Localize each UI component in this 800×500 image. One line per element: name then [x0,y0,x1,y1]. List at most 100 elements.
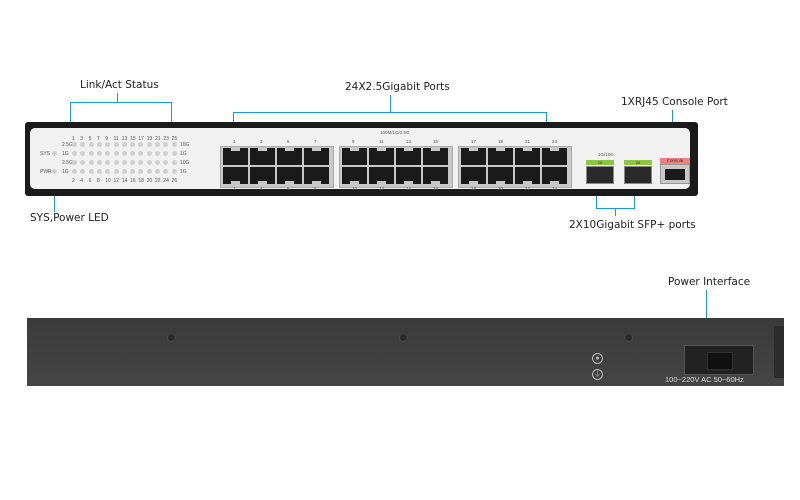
port-number: 4 [260,186,263,191]
led-row-label: 1G [62,169,69,175]
rj45-port[interactable] [223,167,248,185]
rj45-port[interactable] [223,147,248,165]
rj45-port[interactable] [342,167,367,185]
port-number: 17 [471,139,477,144]
port-led [171,169,177,174]
rj45-port[interactable] [304,167,329,185]
port-led [138,169,144,174]
power-interface-callout: Power Interface [668,276,751,288]
port-led [121,151,127,156]
led-row-label: 10G [180,160,190,166]
console-tag: Console [660,158,690,164]
port-led [72,142,77,147]
port-number: 12 [379,186,385,191]
port-number: 20 [498,186,504,191]
port-led [121,160,127,165]
rj45-port[interactable] [396,167,421,185]
port-led [138,142,144,147]
rj45-port[interactable] [461,167,486,185]
port-led [163,142,169,147]
rj45-port[interactable] [461,147,486,165]
led-number: 5 [88,136,92,142]
port-number: 15 [433,139,439,144]
port-number: 13 [406,139,412,144]
rj45-port[interactable] [542,167,567,185]
rj45-port[interactable] [488,167,513,185]
sys-power-led-callout: SYS,Power LED [30,212,109,224]
led-number: 17 [138,136,144,142]
port-led [105,151,111,156]
port-led [155,169,160,174]
link-act-status-callout: Link/Act Status [80,79,159,91]
rj45-port[interactable] [304,147,329,165]
power-rating: 100~220V AC 50~60Hz [665,375,744,384]
rj45-port[interactable] [515,147,540,165]
led-number: 14 [121,178,128,184]
rj45-port[interactable] [423,147,448,165]
led-number: 1 [72,136,75,142]
sfp-port-26[interactable] [624,166,652,184]
port-led [72,151,77,156]
port-led [80,169,86,174]
led-number: 22 [155,178,161,184]
port-number: 2 [233,186,236,191]
sfp-port-25[interactable] [586,166,614,184]
port-led [163,160,169,165]
port-led [96,160,102,165]
callout-line [233,112,547,113]
port-number: 22 [525,186,531,191]
rj45-port[interactable] [277,167,302,185]
led-row-label: 2.5G [62,160,73,166]
rj45-port[interactable] [369,167,394,185]
rj45-port[interactable] [515,167,540,185]
port-led [155,151,160,156]
callout-line [117,93,118,102]
port-number: 9 [352,139,355,144]
rj45-port[interactable] [396,147,421,165]
sys-label: SYS [40,151,51,157]
port-led [155,142,160,147]
power-inlet[interactable] [684,345,754,375]
rj45-port[interactable] [342,147,367,165]
rj45-port[interactable] [369,147,394,165]
port-led [113,142,119,147]
port-led [105,160,111,165]
rj45-port[interactable] [488,147,513,165]
screw-icon [399,333,408,342]
port-number: 18 [471,186,477,191]
pwr-led [52,169,57,174]
port-number: 3 [260,139,263,144]
ports-callout: 24X2.5Gigabit Ports [345,81,450,93]
led-number: 19 [146,136,153,142]
led-number: 18 [138,178,144,184]
led-number: 16 [130,178,136,184]
port-led [88,169,94,174]
port-number: 8 [314,186,317,191]
port-led [130,142,136,147]
rj45-port[interactable] [423,167,448,185]
port-led [80,142,86,147]
led-row-label: 1G [180,151,187,157]
console-callout: 1XRJ45 Console Port [621,96,728,108]
led-number: 23 [163,136,169,142]
callout-line [70,102,172,103]
led-number: 2 [72,178,75,184]
port-number: 23 [552,139,558,144]
port-led [163,169,169,174]
led-number: 25 [171,136,178,142]
led-number: 12 [113,178,120,184]
led-row-label: 1G [62,151,69,157]
port-led [146,160,152,165]
rj45-port[interactable] [542,147,567,165]
port-led [72,160,77,165]
rj45-port[interactable] [250,167,275,185]
console-port[interactable] [660,164,690,184]
rj45-port[interactable] [277,147,302,165]
port-number: 7 [314,139,317,144]
rj45-port[interactable] [250,147,275,165]
port-led [105,142,111,147]
led-number: 20 [146,178,153,184]
port-led [113,169,119,174]
